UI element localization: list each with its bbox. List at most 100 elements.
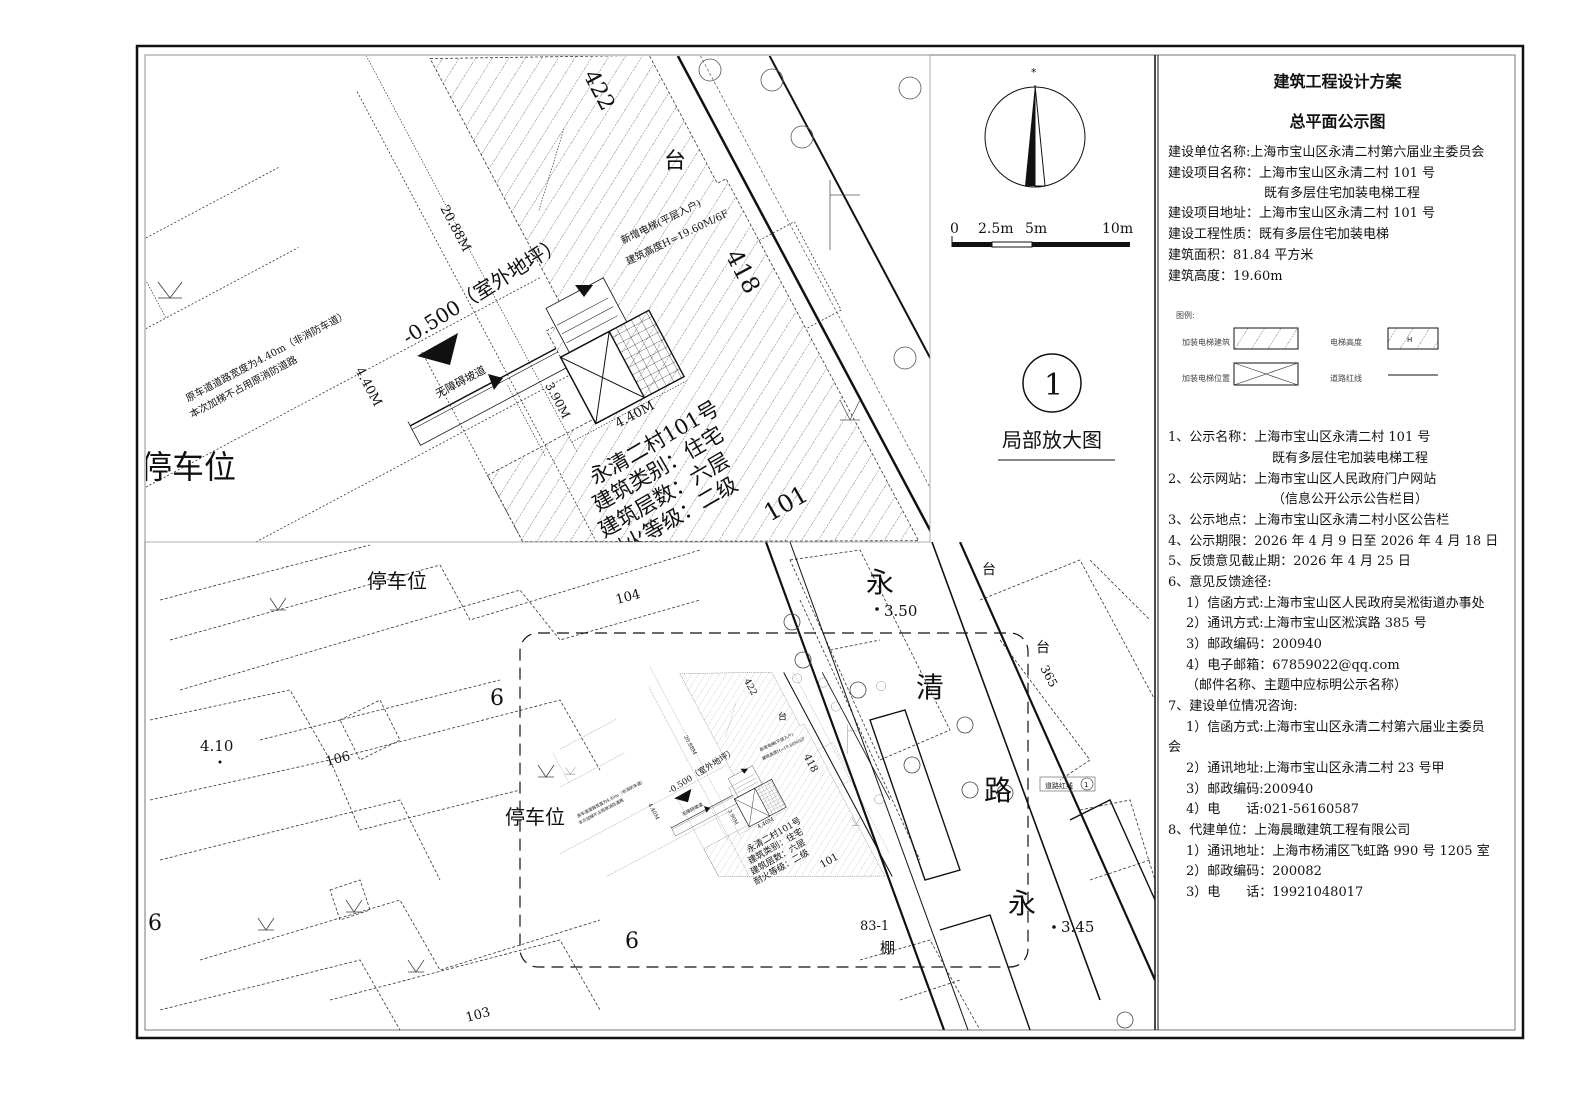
road-red-line (792, 672, 890, 855)
red-line-number: 1 (1084, 781, 1088, 789)
elevation-label: 3.45 (1061, 918, 1094, 936)
notice-line: 1）信函方式:上海市宝山区人民政府吴淞街道办事处 (1186, 596, 1485, 611)
marker-symbol (157, 281, 183, 299)
marker-symbol (565, 767, 576, 775)
elevation-triangle-icon (417, 333, 458, 365)
info-line: 建设项目地址：上海市宝山区永清二村 101 号 (1168, 206, 1436, 221)
platform-label: 台 (664, 149, 686, 174)
notice-line: 既有多层住宅加装电梯工程 (1272, 451, 1429, 466)
access-road-edge (606, 806, 739, 877)
platform-label: 台 (1036, 640, 1050, 656)
leader-line (538, 129, 565, 211)
ramp-rail (409, 347, 557, 427)
panel-subtitle: 总平面公示图 (1289, 112, 1386, 131)
shed-label: 棚 (880, 939, 895, 957)
site-detail-copy: 422 台 418 20.88M -0.500（室外地坪） 4.40M 无障碍坡… (552, 667, 893, 888)
notice-line: 1）信函方式:上海市宝山区永清二村第六届业主委员 (1186, 720, 1485, 735)
dimension-line (571, 380, 687, 443)
notice-line: 2）通讯地址:上海市宝山区永清二村 23 号甲 (1186, 761, 1445, 776)
dimension-line (146, 279, 167, 319)
legend-item: 电梯高度 (1330, 338, 1362, 347)
elevation-label: -0.500（室外地坪） (666, 746, 737, 795)
info-line: 既有多层住宅加装电梯工程 (1264, 186, 1421, 201)
building-outline (817, 741, 853, 788)
stair-line (736, 781, 759, 794)
platform-label: 台 (982, 562, 996, 578)
ramp-arrow (703, 806, 711, 813)
road-red-line (700, 56, 930, 489)
notice-line: 4）电子邮箱：67859022@qq.com (1186, 658, 1400, 673)
notice-line: 4）电 话:021-56160587 (1186, 802, 1360, 817)
stair-line (566, 315, 618, 344)
block-number: 6 (148, 911, 162, 936)
access-road-edge (560, 765, 727, 854)
notice-line: 3、公示地点：上海市宝山区永清二村小区公告栏 (1168, 513, 1450, 528)
entrance-arrow (575, 285, 593, 297)
ramp-rail (411, 351, 558, 430)
road-edge (783, 672, 893, 877)
legend-item: 道路红线 (1330, 374, 1362, 383)
north-label: * (1031, 66, 1037, 79)
red-line-tag (1039, 776, 1096, 792)
info-line: 建设单位名称:上海市宝山区永清二村第六届业主委员会 (1168, 145, 1485, 160)
detail-index-number: 1 (1044, 368, 1063, 403)
notice-line: 2）邮政编码：200082 (1186, 864, 1322, 879)
dimension-label: 3.90M (726, 809, 739, 826)
road-lines (764, 542, 1155, 1030)
notice-line: （信息公开公示公告栏目） (1272, 492, 1429, 507)
notice-line: 2）通讯方式:上海市宝山区淞滨路 385 号 (1186, 616, 1427, 631)
legend-item: 加装电梯建筑 (1182, 338, 1230, 347)
legend-title: 图例: (1176, 311, 1195, 320)
building-number: 104 (614, 587, 642, 608)
block-number: 6 (490, 686, 504, 711)
building-number: 106 (324, 749, 352, 770)
notice-line: 4、公示期限：2026 年 4 月 9 日至 2026 年 4 月 18 日 (1168, 534, 1499, 549)
parking-label: 停车位 (367, 569, 427, 593)
notice-line: 3）邮政编码:200940 (1186, 782, 1314, 797)
ramp-outline (670, 803, 737, 837)
block-number: 6 (625, 929, 639, 954)
stair-line (561, 306, 614, 335)
red-line-label: 道路红线 (1045, 781, 1073, 790)
detail-index: 1 局部放大图 (998, 353, 1115, 461)
ramp-label: 无障碍坡道 (681, 801, 705, 818)
notice-line: 7、建设单位情况咨询: (1168, 699, 1298, 714)
scale-label: 0 (950, 221, 959, 237)
stair-line (556, 297, 609, 326)
dimension-line (712, 810, 729, 841)
ramp-outline (407, 367, 567, 446)
notice-line: 2、公示网站：上海市宝山区人民政府门户网站 (1168, 472, 1437, 487)
detail-geometry (146, 56, 930, 542)
access-road-edge (146, 167, 279, 239)
road-name-char: 永 (1008, 887, 1036, 920)
stair-line (734, 777, 757, 790)
dimension-label: 4.40M (646, 803, 660, 822)
leader-line (725, 703, 736, 738)
road-width-note: 原车道道路宽度为4.40m（非消防车道） (576, 778, 646, 820)
road-edge (821, 672, 891, 800)
detail-title: 局部放大图 (1002, 428, 1102, 452)
scale-label: 5m (1025, 221, 1047, 237)
access-road-edge (560, 752, 625, 788)
access-road-edge (255, 374, 571, 542)
ramp-rail (672, 796, 734, 830)
outer-frame (135, 44, 1525, 1040)
elevation-label: 3.50 (884, 602, 917, 620)
info-panel: 建筑工程设计方案 总平面公示图 建设单位名称:上海市宝山区永清二村第六届业主委员… (1160, 60, 1515, 1025)
scale-label: 10m (1102, 221, 1133, 237)
building-101-hatched (679, 672, 886, 877)
building-outline (758, 221, 842, 330)
legend-swatch-height (1387, 327, 1439, 350)
building-number: 83-1 (860, 919, 889, 934)
scale-label: 2.5m (978, 221, 1014, 237)
info-line: 建筑面积：81.84 平方米 (1168, 248, 1314, 263)
site-map: 道路红线 1 停车位 104 6 4.10 106 停车位 6 6 103 83… (148, 542, 1155, 1030)
notice-line: 会 (1168, 740, 1182, 755)
road-name-char: 路 (984, 774, 1012, 807)
notice-line: 1、公示名称：上海市宝山区永清二村 101 号 (1168, 430, 1431, 445)
elevation-triangle-icon (674, 788, 692, 803)
parking-label: 停车位 (505, 805, 565, 829)
north-arrow: * (984, 66, 1086, 188)
access-road-edge (560, 719, 617, 750)
